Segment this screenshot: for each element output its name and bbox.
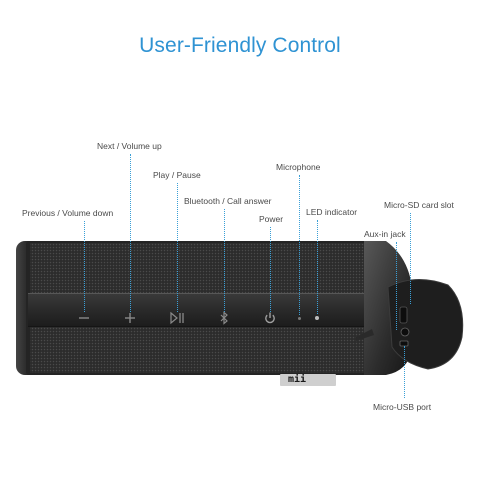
label-power: Power: [259, 214, 284, 224]
ports-panel: [387, 279, 464, 370]
micro-sd-slot: [399, 306, 408, 324]
leader-micro-sd: [410, 213, 411, 304]
led-indicator-light: [315, 316, 319, 320]
brand-logo: mii: [280, 374, 336, 386]
minus-icon[interactable]: [77, 311, 91, 325]
leader-previous: [84, 221, 85, 312]
control-band: [28, 293, 372, 327]
label-next-volume-up: Next / Volume up: [97, 141, 162, 151]
leader-aux-in: [396, 242, 397, 330]
bottom-grille: [30, 327, 370, 373]
leader-led: [317, 220, 318, 314]
label-aux-in: Aux-in jack: [364, 229, 406, 239]
strap: [356, 329, 374, 341]
page-title: User-Friendly Control: [139, 34, 341, 57]
label-bluetooth-call: Bluetooth / Call answer: [184, 196, 272, 206]
top-grille: [30, 243, 370, 293]
play-pause-icon[interactable]: [169, 311, 185, 325]
label-play-pause: Play / Pause: [153, 170, 201, 180]
leader-power: [270, 227, 271, 312]
power-icon[interactable]: [263, 311, 277, 325]
plus-icon[interactable]: [123, 311, 137, 325]
label-microphone: Microphone: [276, 162, 321, 172]
label-micro-sd: Micro-SD card slot: [384, 200, 454, 210]
bluetooth-icon[interactable]: [217, 311, 231, 325]
leader-play-pause: [177, 183, 178, 312]
leader-next: [130, 154, 131, 312]
label-led-indicator: LED indicator: [306, 207, 358, 217]
label-previous-volume-down: Previous / Volume down: [22, 208, 114, 218]
label-micro-usb: Micro-USB port: [373, 402, 432, 412]
leader-microphone: [299, 175, 300, 315]
speaker-image: [16, 241, 464, 375]
leader-micro-usb: [404, 346, 405, 398]
leader-bluetooth: [224, 209, 225, 312]
microphone-hole: [298, 317, 301, 320]
aux-in-jack: [400, 327, 410, 337]
